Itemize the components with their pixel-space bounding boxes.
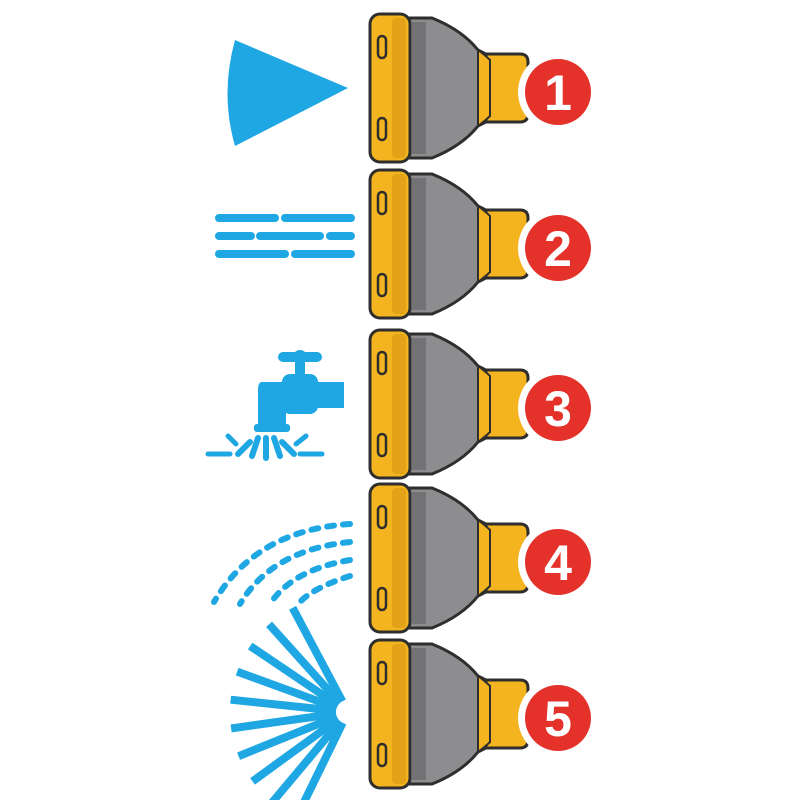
number-badge [525,685,591,751]
grip-notch [376,586,388,612]
mode-number: 5 [544,691,572,747]
grip-notch [376,350,388,376]
nozzle-collar [368,12,412,164]
tap-faucet-icon [205,350,344,461]
grip-notch [376,660,388,686]
number-badge-group: 3 [518,368,598,448]
number-badge-group: 1 [518,52,598,132]
number-badge [525,59,591,125]
nozzle [368,482,530,634]
mode-number: 1 [544,65,572,121]
spray-mode-row-4: 4 [211,482,598,634]
spray-mode-row-2: 2 [215,168,598,320]
grip-notch [376,504,388,530]
nozzle-collar [368,482,412,634]
nozzle [368,12,530,164]
nozzle [368,168,530,320]
mode-number: 4 [544,535,572,591]
grip-notch [376,190,388,216]
shower-fan-icon [230,605,347,800]
mode-number: 3 [544,381,572,437]
fan-jet-icon [227,40,348,146]
nozzle [368,328,530,480]
number-badge-group: 5 [518,678,598,758]
grip-notch [376,742,388,768]
number-badge-group: 2 [518,208,598,288]
spray-mode-row-5: 5 [230,605,598,800]
mist-arc-icon [211,521,353,607]
grip-notch [376,34,388,60]
number-badge [525,215,591,281]
number-badge-group: 4 [518,522,598,602]
spray-mode-row-1: 1 [227,12,598,164]
grip-notch [376,432,388,458]
nozzle-collar [368,328,412,480]
nozzle-collar [368,168,412,320]
grip-notch [376,272,388,298]
nozzle-collar [368,638,412,790]
spray-mode-row-3: 3 [205,328,598,480]
nozzle [368,638,530,790]
flat-streams-icon [215,214,355,258]
mode-number: 2 [544,221,572,277]
grip-notch [376,116,388,142]
number-badge [525,375,591,441]
number-badge [525,529,591,595]
